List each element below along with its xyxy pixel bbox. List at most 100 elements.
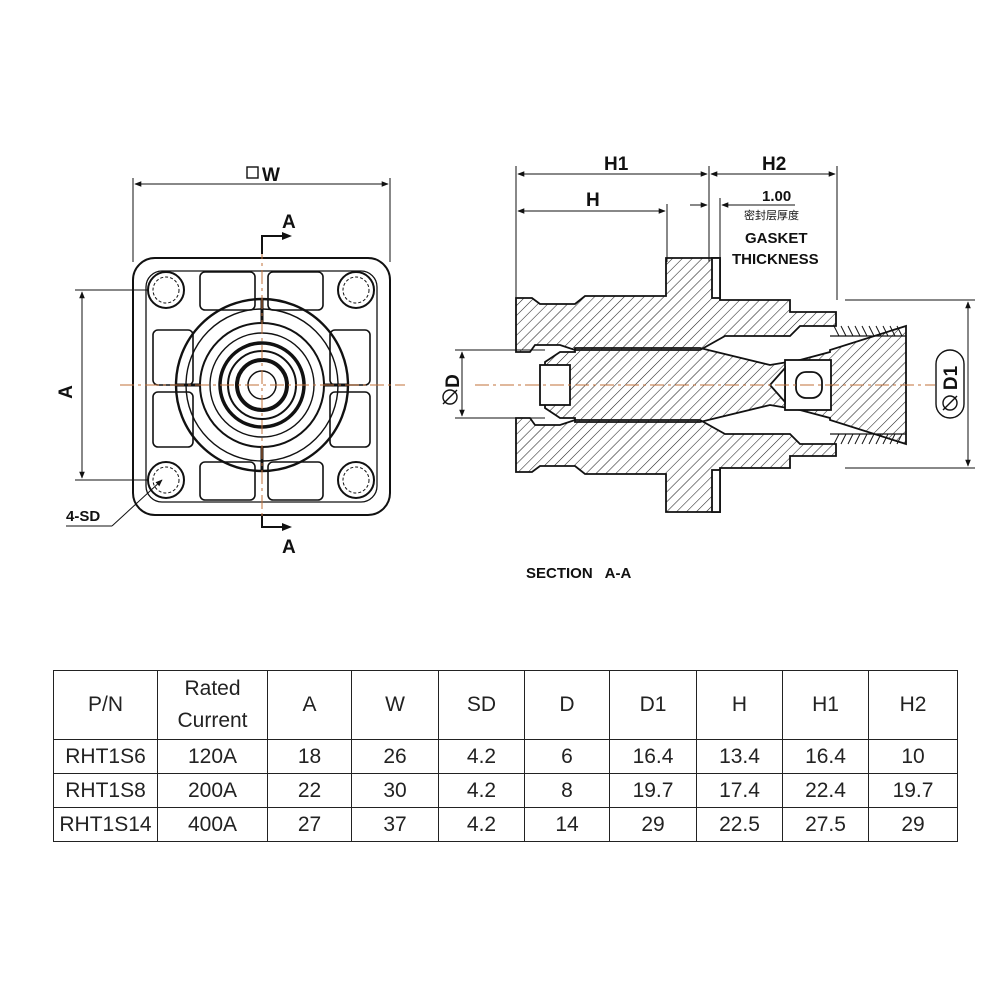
cell-h2: 10 bbox=[868, 739, 958, 774]
thread-ridge bbox=[882, 325, 889, 337]
table-row: RHT1S6 120A 18 26 4.2 6 16.4 13.4 16.4 1… bbox=[53, 739, 958, 774]
table-row: RHT1S8 200A 22 30 4.2 8 19.7 17.4 22.4 1… bbox=[53, 773, 958, 808]
gasket-label-line2: THICKNESS bbox=[732, 251, 819, 268]
thread-ridge bbox=[868, 433, 875, 445]
section-marker-bottom bbox=[261, 516, 292, 531]
cell-a: 18 bbox=[267, 739, 352, 774]
cell-pn: RHT1S14 bbox=[53, 807, 158, 842]
cell-sd: 4.2 bbox=[438, 739, 525, 774]
thread-ridge bbox=[861, 325, 868, 337]
header-pn: P/N bbox=[53, 670, 158, 740]
thread-ridge bbox=[833, 433, 840, 445]
diameter-symbol-d1 bbox=[942, 395, 958, 411]
cell-h: 17.4 bbox=[696, 773, 783, 808]
thread-ridge bbox=[847, 433, 854, 445]
spec-table: P/N Rated Current A W SD D D1 H H1 H2 RH… bbox=[53, 670, 958, 842]
cell-pn: RHT1S8 bbox=[53, 773, 158, 808]
cell-h1: 27.5 bbox=[782, 807, 869, 842]
table-header-row: P/N Rated Current A W SD D D1 H H1 H2 bbox=[53, 670, 958, 740]
section-marker-top bbox=[261, 232, 292, 254]
thread-ridge bbox=[868, 325, 875, 337]
housing-lower bbox=[515, 417, 837, 513]
header-rated-current: Rated Current bbox=[157, 670, 268, 740]
thread-ridge bbox=[861, 433, 868, 445]
table-row: RHT1S14 400A 27 37 4.2 14 29 22.5 27.5 2… bbox=[53, 807, 958, 842]
dim-d-label: D bbox=[443, 374, 464, 388]
height-dim-label: A bbox=[56, 385, 77, 399]
thread-ridge bbox=[896, 325, 903, 337]
cell-rated-current: 120A bbox=[157, 739, 268, 774]
header-w: W bbox=[351, 670, 439, 740]
dim-d1: D1 bbox=[935, 349, 965, 419]
cell-pn: RHT1S6 bbox=[53, 739, 158, 774]
thread bbox=[830, 325, 906, 445]
gasket-lower bbox=[711, 469, 721, 513]
gasket-upper bbox=[711, 257, 721, 299]
cell-d1: 19.7 bbox=[609, 773, 697, 808]
cell-d: 14 bbox=[524, 807, 610, 842]
gasket-label-line1: GASKET bbox=[745, 230, 808, 247]
header-h1: H1 bbox=[782, 670, 869, 740]
cell-h2: 29 bbox=[868, 807, 958, 842]
hole-note: 4-SD bbox=[66, 508, 100, 525]
cell-d: 6 bbox=[524, 739, 610, 774]
dim-h2-label: H2 bbox=[762, 154, 786, 175]
section-view bbox=[455, 166, 975, 513]
header-a: A bbox=[267, 670, 352, 740]
cell-d: 8 bbox=[524, 773, 610, 808]
thread-ridge bbox=[840, 433, 847, 445]
cell-h1: 16.4 bbox=[782, 739, 869, 774]
height-dimension bbox=[75, 289, 148, 481]
thread-ridge bbox=[889, 325, 896, 337]
cell-rated-current: 200A bbox=[157, 773, 268, 808]
front-view: W A bbox=[56, 165, 405, 558]
thread-ridge bbox=[854, 325, 861, 337]
width-dim-label: W bbox=[262, 165, 280, 186]
gasket-cn-label: 密封层厚度 bbox=[744, 208, 799, 222]
cell-rated-current: 400A bbox=[157, 807, 268, 842]
cell-h2: 19.7 bbox=[868, 773, 958, 808]
gasket-value: 1.00 bbox=[762, 188, 791, 205]
cell-a: 27 bbox=[267, 807, 352, 842]
housing-upper bbox=[515, 257, 837, 353]
cell-w: 30 bbox=[351, 773, 439, 808]
dim-h1-label: H1 bbox=[604, 154, 629, 175]
dim-h-label: H bbox=[586, 190, 600, 211]
cell-sd: 4.2 bbox=[438, 807, 525, 842]
thread-ridge bbox=[875, 325, 882, 337]
cell-sd: 4.2 bbox=[438, 773, 525, 808]
dim-d1-label: D1 bbox=[941, 365, 962, 390]
thread-ridge bbox=[833, 325, 840, 337]
thread-ridge bbox=[840, 325, 847, 337]
thread-ridge bbox=[875, 433, 882, 445]
header-d: D bbox=[524, 670, 610, 740]
section-mark-bottom-label: A bbox=[282, 537, 296, 558]
cell-h1: 22.4 bbox=[782, 773, 869, 808]
thread-ridge bbox=[847, 325, 854, 337]
width-dimension bbox=[132, 166, 391, 262]
cell-w: 26 bbox=[351, 739, 439, 774]
thread-ridge bbox=[896, 433, 903, 445]
mounting-holes bbox=[147, 271, 375, 499]
cell-d1: 16.4 bbox=[609, 739, 697, 774]
thread-ridge bbox=[889, 433, 896, 445]
section-mark-top-label: A bbox=[282, 212, 296, 233]
thread-ridge bbox=[854, 433, 861, 445]
header-sd: SD bbox=[438, 670, 525, 740]
header-h2: H2 bbox=[868, 670, 958, 740]
dim-d: D bbox=[442, 374, 464, 405]
header-h: H bbox=[696, 670, 783, 740]
header-d1: D1 bbox=[609, 670, 697, 740]
hole-leader bbox=[66, 479, 163, 527]
diameter-symbol-d bbox=[442, 389, 458, 405]
cell-h: 22.5 bbox=[696, 807, 783, 842]
cell-d1: 29 bbox=[609, 807, 697, 842]
cell-a: 22 bbox=[267, 773, 352, 808]
technical-drawing: W A bbox=[56, 154, 975, 582]
cell-h: 13.4 bbox=[696, 739, 783, 774]
center-lines bbox=[120, 245, 405, 528]
section-caption: SECTION A-A bbox=[526, 565, 631, 582]
thread-ridge bbox=[882, 433, 889, 445]
cell-w: 37 bbox=[351, 807, 439, 842]
section-dimensions bbox=[455, 166, 975, 469]
